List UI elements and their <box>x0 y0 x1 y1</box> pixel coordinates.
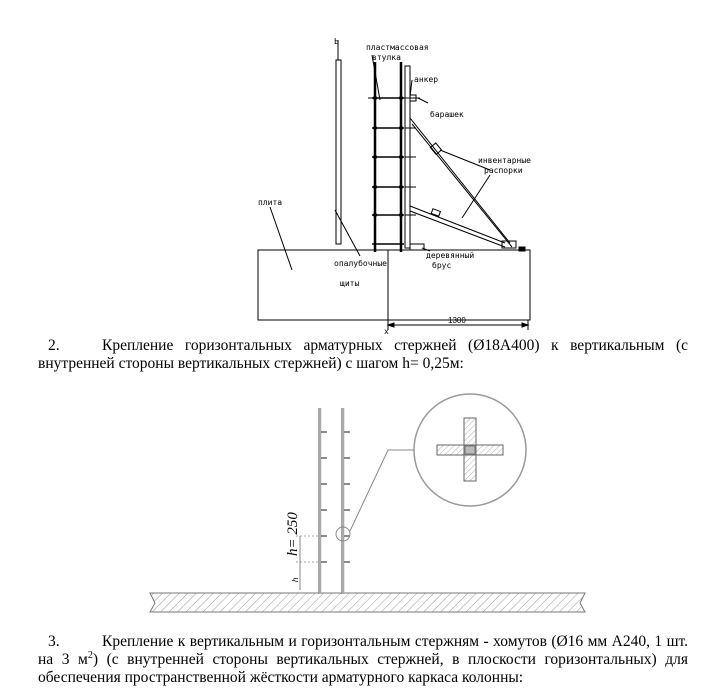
timber-label: деревянный <box>426 251 474 260</box>
step-3-number: 3. <box>48 633 60 650</box>
washer-label: барашек <box>430 109 464 119</box>
strut-base-plate <box>501 240 517 249</box>
plastic-sleeve-label: пластмассовая <box>366 43 429 52</box>
slab-right-block <box>387 249 531 321</box>
inventory-struts-label: инвентарные <box>478 156 531 165</box>
step-3-text-part1: Крепление к вертикальным и горизонтальны… <box>38 633 688 668</box>
anchor-label: анкер <box>414 75 438 84</box>
detail-highlight-circle <box>335 526 351 542</box>
ground-hatched <box>149 592 586 613</box>
dimension-1300: 1300 <box>448 316 466 325</box>
timber-label-2: брус <box>432 260 451 270</box>
inventory-struts-label-2: распорки <box>484 166 523 175</box>
plastic-sleeve-label-2: втулка <box>372 53 401 62</box>
formwork-label-2: щиты <box>340 279 359 288</box>
svg-text:х: х <box>384 327 389 335</box>
step-3-paragraph: 3.Крепление к вертикальным и горизонталь… <box>38 633 688 687</box>
step-2-text: Крепление горизонтальных арматурных стер… <box>38 337 688 372</box>
step-3-text-part2: ) (с внутренней стороны вертикальных сте… <box>38 651 689 686</box>
svg-text:Ь: Ь <box>334 37 339 46</box>
formwork-section-drawing: Ь пластмассовая втулка анкер барашек инв… <box>257 37 531 335</box>
timber-block <box>409 243 425 251</box>
step-3-superscript: 2 <box>87 649 93 661</box>
rebar-connection-drawing: h h= 250 <box>149 393 586 613</box>
dim-h-250-label: h= 250 <box>285 512 301 556</box>
dim-h-label: h <box>291 577 300 582</box>
formwork-label: опалубочные <box>334 258 387 268</box>
slab-label: плита <box>258 198 282 207</box>
step-2-paragraph: 2.Крепление горизонтальных арматурных ст… <box>38 337 688 373</box>
step-2-number: 2. <box>48 337 60 354</box>
